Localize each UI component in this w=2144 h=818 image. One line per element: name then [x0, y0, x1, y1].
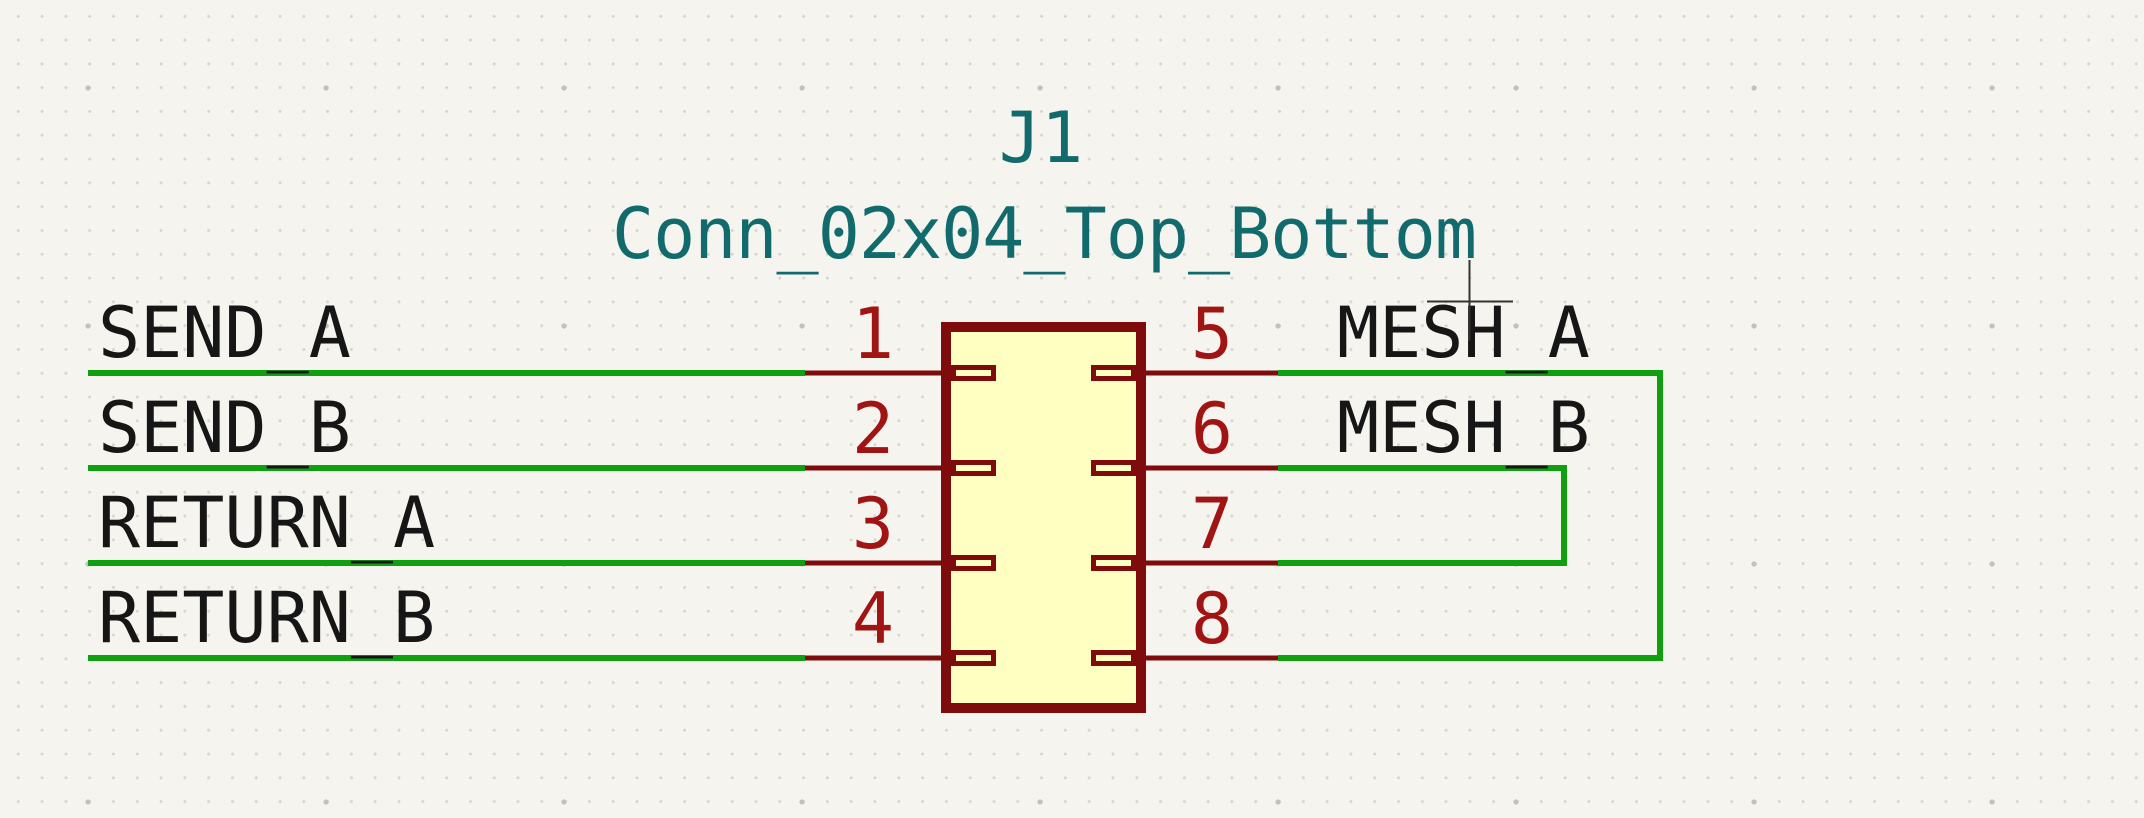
pin-1-number: 1: [852, 293, 894, 375]
pin-2-slot: [951, 460, 996, 476]
wire-mesh-b-loop-pin6-to-pin7[interactable]: [1278, 465, 1567, 566]
pin-7-slot: [1091, 555, 1136, 571]
connector-body[interactable]: [941, 322, 1146, 713]
net-label-send-b[interactable]: SEND_B: [98, 387, 351, 469]
pin-7-number: 7: [1191, 483, 1233, 565]
wire-mesh-a-loop-pin5-to-pin8[interactable]: [1278, 370, 1663, 661]
net-label-send-a[interactable]: SEND_A: [98, 292, 351, 374]
net-label-return-a[interactable]: RETURN_A: [98, 482, 435, 564]
pin-3-number: 3: [852, 483, 894, 565]
pin-5-number: 5: [1191, 293, 1233, 375]
net-label-mesh-b[interactable]: MESH_B: [1337, 387, 1590, 469]
pin-1-slot: [951, 365, 996, 381]
net-label-return-b[interactable]: RETURN_B: [98, 577, 435, 659]
pin-6-number: 6: [1191, 388, 1233, 470]
pin-6-slot: [1091, 460, 1136, 476]
pin-4-slot: [951, 650, 996, 666]
pin-2-number: 2: [852, 388, 894, 470]
pin-5-slot: [1091, 365, 1136, 381]
cursor-crosshair-icon: [1427, 260, 1513, 341]
pin-8-slot: [1091, 650, 1136, 666]
pin-4-number: 4: [852, 578, 894, 660]
pin-8-number: 8: [1191, 578, 1233, 660]
part-value[interactable]: Conn_02x04_Top_Bottom: [612, 193, 1477, 275]
pin-3-slot: [951, 555, 996, 571]
reference-designator[interactable]: J1: [999, 97, 1083, 179]
net-label-mesh-a[interactable]: MESH_A: [1337, 292, 1590, 374]
